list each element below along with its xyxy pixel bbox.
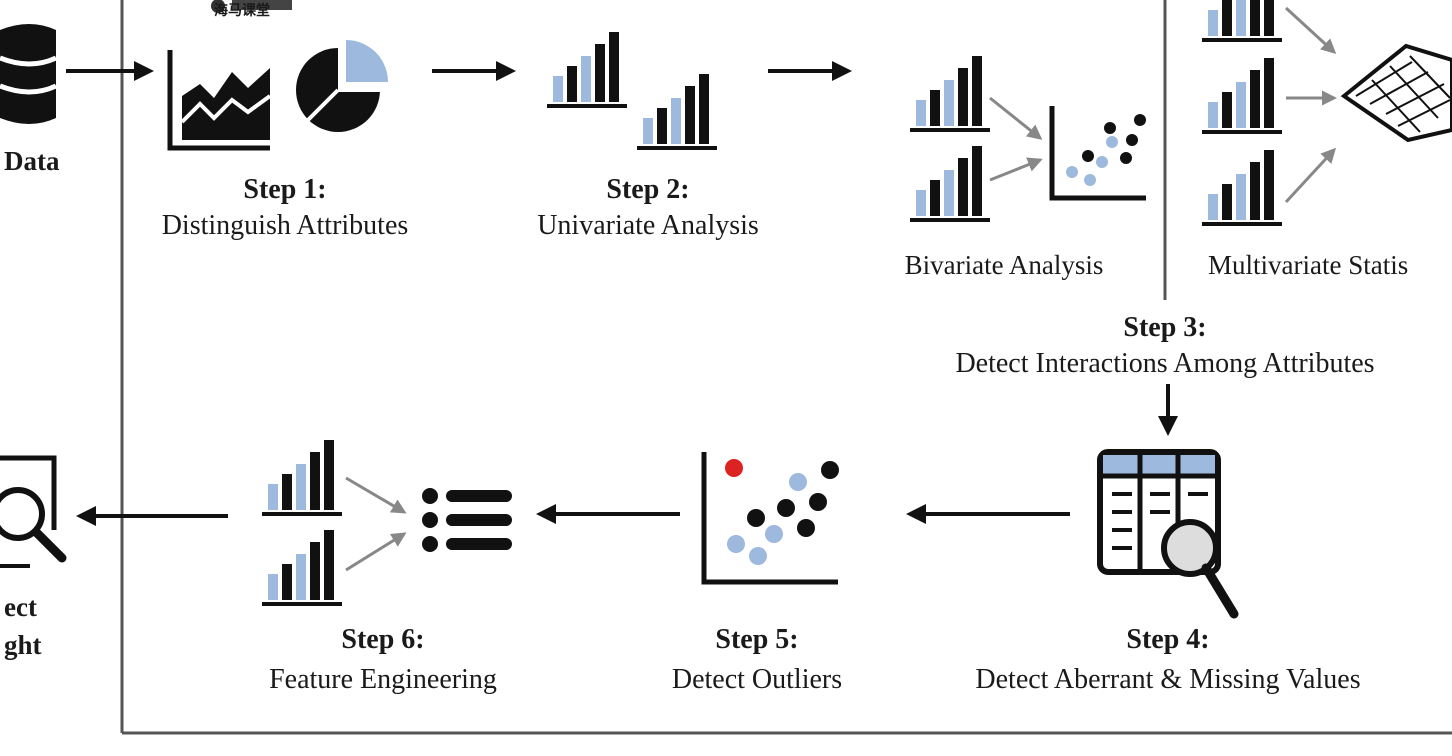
bivariate-label: Bivariate Analysis bbox=[904, 250, 1104, 280]
bar-chart-icon bbox=[262, 530, 342, 606]
output-label-line1: ect bbox=[4, 592, 37, 622]
bar-chart-icon bbox=[1202, 150, 1282, 226]
step5-title: Step 5: bbox=[715, 624, 799, 655]
step5-description: Detect Outliers bbox=[671, 664, 843, 695]
inspect-icon bbox=[0, 455, 67, 568]
multivariate-label: Multivariate Statis bbox=[1208, 250, 1409, 280]
connector-arrow bbox=[345, 532, 407, 572]
connector-arrow bbox=[1284, 6, 1337, 55]
connector-arrow bbox=[1284, 147, 1337, 204]
step4-description: Detect Aberrant & Missing Values bbox=[975, 664, 1361, 695]
output-label-line2: ght bbox=[4, 630, 42, 660]
step1-title: Step 1: bbox=[243, 174, 327, 205]
step4-title: Step 4: bbox=[1126, 624, 1210, 655]
table-magnifier-icon bbox=[1097, 449, 1239, 619]
outlier-scatter-icon bbox=[701, 452, 839, 585]
scatter-plot-icon bbox=[1049, 106, 1146, 201]
step3-description: Detect Interactions Among Attributes bbox=[955, 348, 1375, 379]
step2-title: Step 2: bbox=[606, 174, 690, 205]
database-icon bbox=[0, 24, 58, 124]
data-source-label: Data bbox=[4, 146, 60, 176]
bar-chart-icon bbox=[547, 32, 627, 108]
bar-chart-icon bbox=[262, 440, 342, 516]
bar-chart-icon bbox=[910, 146, 990, 222]
surface-plot-icon bbox=[1340, 43, 1452, 143]
step2-description: Univariate Analysis bbox=[537, 210, 759, 241]
step6-title: Step 6: bbox=[341, 624, 425, 655]
connector-arrow bbox=[345, 476, 407, 514]
bar-chart-icon bbox=[1202, 0, 1282, 42]
bar-chart-icon bbox=[1202, 58, 1282, 134]
watermark-text: 海马课堂 bbox=[214, 4, 270, 19]
area-chart-icon bbox=[167, 50, 272, 151]
pipeline-frame bbox=[120, 0, 1452, 735]
step6-description: Feature Engineering bbox=[269, 664, 497, 695]
connector-arrow bbox=[989, 96, 1043, 140]
pie-chart-icon bbox=[296, 40, 388, 132]
step3-title: Step 3: bbox=[1123, 312, 1207, 343]
watermark-logo bbox=[211, 0, 292, 13]
bar-chart-icon bbox=[637, 74, 717, 150]
step1-description: Distinguish Attributes bbox=[161, 210, 409, 241]
connector-arrow bbox=[989, 157, 1043, 182]
list-icon bbox=[422, 488, 512, 552]
bar-chart-icon bbox=[910, 56, 990, 132]
